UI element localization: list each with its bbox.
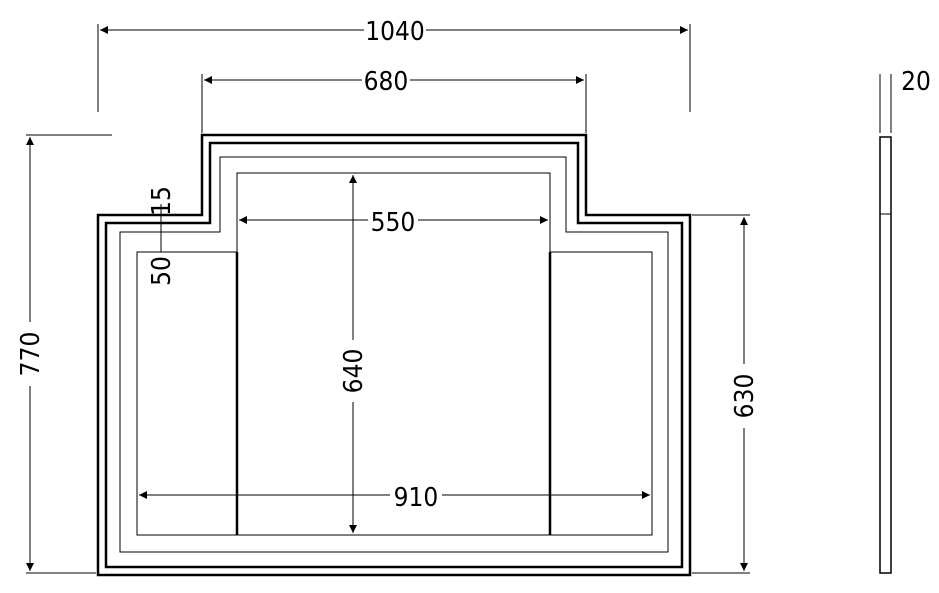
center-width-label: 550 bbox=[371, 208, 416, 238]
side-profile bbox=[879, 136, 892, 574]
top-width-label: 680 bbox=[364, 67, 409, 97]
dim-overall-height: 770 bbox=[16, 134, 112, 574]
dim-side-offsets: 15 50 bbox=[147, 186, 177, 286]
side-offset-label: 15 bbox=[147, 186, 177, 216]
dim-thickness: 20 bbox=[879, 67, 931, 133]
dim-inner-width: 910 bbox=[139, 483, 650, 513]
mirror-glass-outline bbox=[119, 156, 669, 553]
right-panel bbox=[549, 251, 653, 536]
overall-width-label: 1040 bbox=[365, 17, 425, 47]
left-panel bbox=[136, 251, 238, 536]
thickness-label: 20 bbox=[901, 67, 931, 97]
overall-height-label: 770 bbox=[16, 332, 46, 377]
dim-center-width: 550 bbox=[239, 208, 548, 238]
dim-top-width: 680 bbox=[201, 67, 587, 133]
center-height-label: 640 bbox=[339, 349, 369, 394]
dim-center-height: 640 bbox=[339, 175, 369, 533]
side-gap-label: 50 bbox=[147, 256, 177, 286]
inner-width-label: 910 bbox=[394, 483, 439, 513]
dim-overall-width: 1040 bbox=[97, 17, 691, 112]
mirror-frame-inner-outline bbox=[104, 141, 684, 569]
mirror-outer-outline bbox=[96, 133, 692, 577]
side-height-label: 630 bbox=[730, 374, 760, 419]
dim-side-height: 630 bbox=[692, 214, 760, 574]
